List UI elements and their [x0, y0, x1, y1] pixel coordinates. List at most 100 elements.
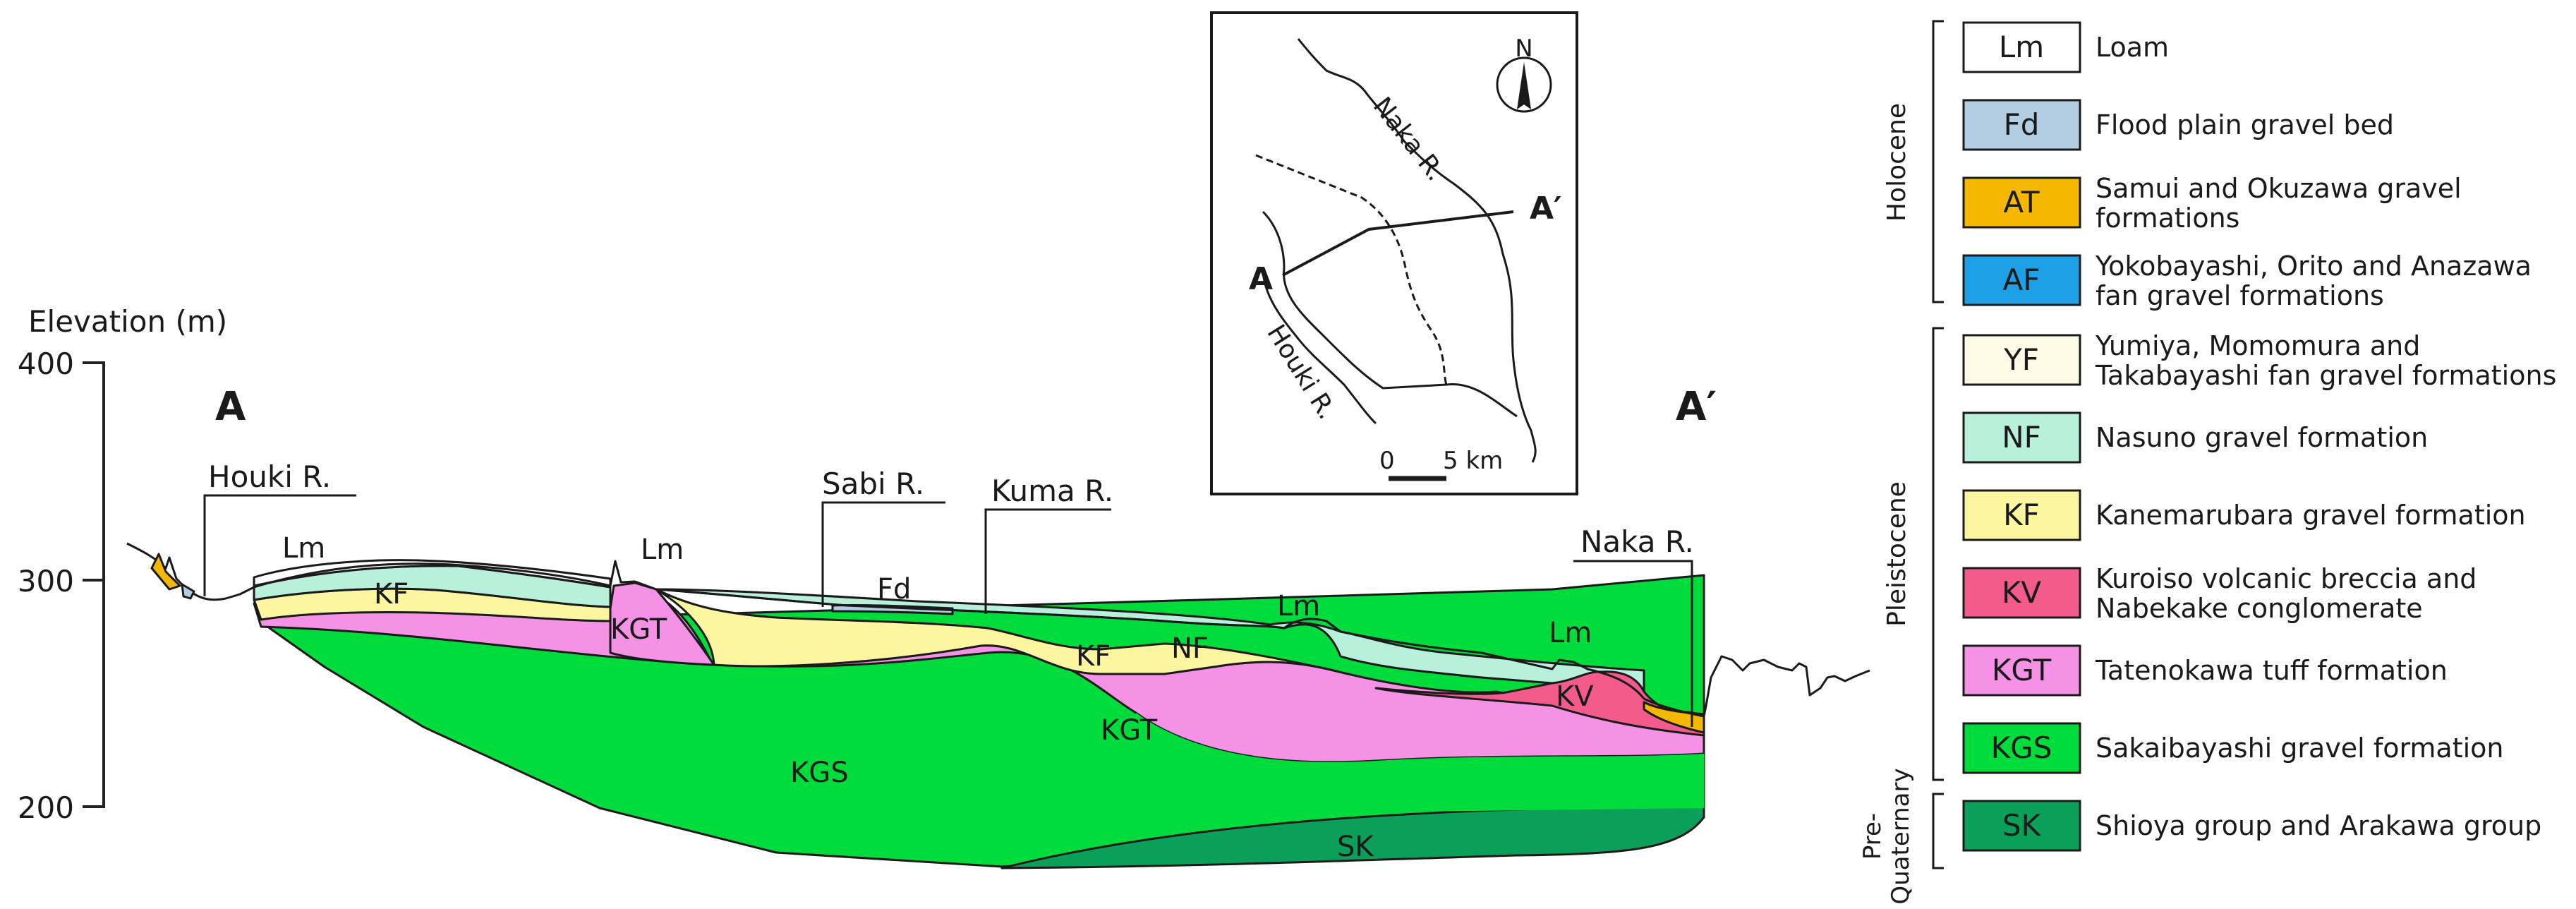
section-line — [1282, 210, 1514, 277]
legend-swatch — [1962, 489, 2081, 541]
river-label-houki: Houki R. — [208, 459, 331, 494]
legend-description: Nabekake conglomerate — [2096, 593, 2423, 624]
legend-code: KGS — [1991, 730, 2052, 765]
legend-description: Samui and Okuzawa gravel — [2096, 173, 2462, 204]
unit-lm-left — [253, 559, 612, 589]
scale-label: 5 km — [1443, 447, 1503, 475]
unit-kgs-upper-rim — [1136, 713, 1704, 822]
tick-label: 200 — [18, 790, 74, 825]
label-kgs: KGS — [790, 757, 849, 789]
legend-description: Yumiya, Momomura and — [2095, 330, 2420, 361]
label-lm: Lm — [1549, 617, 1592, 649]
north-arrow-icon — [1517, 62, 1531, 109]
legend-description: Shioya group and Arakawa group — [2096, 810, 2541, 841]
unit-kf-mid — [655, 588, 1335, 675]
legend-group-brackets — [1932, 20, 1944, 869]
legend-group-pre-quaternary-line2: Quaternary — [1887, 768, 1915, 904]
inset-point-a: A — [1249, 261, 1273, 297]
legend-description: fan gravel formations — [2096, 280, 2384, 311]
legend-description: Takabayashi fan gravel formations — [2095, 360, 2556, 391]
legend-swatch — [1962, 99, 2081, 151]
legend-item-fd: Fd Flood plain gravel bed — [1962, 99, 2394, 151]
legend-swatch — [1962, 644, 2081, 697]
unit-fd — [831, 603, 954, 615]
legend-group-holocene: Holocene — [1882, 103, 1911, 222]
legend-code: KGT — [1992, 653, 2052, 687]
legend-swatch — [1962, 21, 2081, 73]
inset-rivers — [1255, 38, 1537, 463]
scale-zero: 0 — [1379, 447, 1395, 475]
label-lm: Lm — [282, 532, 325, 565]
legend-description: Nasuno gravel formation — [2096, 422, 2428, 453]
legend-item-sk: SK Shioya group and Arakawa group — [1962, 800, 2541, 852]
legend-code: AT — [2003, 185, 2039, 219]
legend-description: Tatenokawa tuff formation — [2095, 655, 2448, 686]
legend-group-pleistocene: Pleistocene — [1882, 481, 1911, 627]
north-label: N — [1515, 35, 1532, 63]
endpoint-a: A — [215, 384, 246, 430]
legend-item-kgs: KGS Sakaibayashi gravel formation — [1962, 722, 2504, 774]
label-kv: KV — [1556, 680, 1594, 713]
label-nf: NF — [1171, 632, 1209, 665]
label-kgt: KGT — [1101, 714, 1158, 747]
label-kf: KF — [1076, 640, 1111, 673]
inset-map: N Naka R. Houki R. A A′ 0 5 km — [1210, 11, 1578, 495]
legend-description: Flood plain gravel bed — [2096, 109, 2394, 140]
legend-swatch — [1962, 334, 2081, 386]
legend-code: Lm — [1999, 30, 2044, 64]
legend-code: Fd — [2004, 107, 2040, 142]
legend-swatch — [1962, 176, 2081, 229]
legend-item-nf: NF Nasuno gravel formation — [1962, 411, 2428, 464]
label-fd: Fd — [877, 573, 911, 606]
legend-item-kgt: KGT Tatenokawa tuff formation — [1962, 644, 2448, 697]
legend-code: KF — [2003, 498, 2040, 532]
legend-swatch — [1962, 567, 2081, 619]
legend-description: Loam — [2096, 32, 2169, 63]
legend-item-kf: KF Kanemarubara gravel formation — [1962, 489, 2526, 541]
label-lm: Lm — [641, 534, 684, 566]
legend-code: YF — [2003, 342, 2039, 377]
river-label-naka: Naka R. — [1580, 524, 1694, 559]
unit-fd-left — [181, 583, 195, 600]
legend-swatch — [1962, 800, 2081, 852]
axis-title: Elevation (m) — [28, 304, 227, 339]
legend-group-pre-quaternary-line1: Pre- — [1858, 813, 1887, 860]
legend-swatch — [1962, 722, 2081, 774]
legend-description: formations — [2096, 203, 2239, 234]
legend-description: Yokobayashi, Orito and Anazawa — [2095, 251, 2532, 282]
label-sk: SK — [1337, 831, 1374, 863]
legend-description: Sakaibayashi gravel formation — [2096, 733, 2504, 764]
unit-at — [1643, 701, 1705, 734]
endpoint-a-prime: A′ — [1676, 384, 1717, 430]
label-lm: Lm — [1277, 590, 1320, 622]
cross-section — [126, 542, 1870, 869]
river-label-kuma: Kuma R. — [991, 474, 1113, 508]
river-label-sabi: Sabi R. — [822, 466, 924, 501]
inset-point-a-prime: A′ — [1530, 191, 1562, 227]
legend-code: AF — [2003, 263, 2040, 297]
tick-label: 300 — [18, 564, 74, 598]
legend-swatch — [1962, 254, 2081, 306]
label-kf: KF — [374, 578, 409, 610]
legend-code: NF — [2002, 420, 2041, 454]
legend-code: SK — [2002, 808, 2042, 843]
ground-surface — [126, 542, 1870, 718]
label-kgt: KGT — [610, 613, 667, 646]
unit-sk — [1000, 805, 1705, 869]
legend-description: Kuroiso volcanic breccia and — [2096, 563, 2477, 594]
elevation-axis: Elevation (m) 400 300 200 — [18, 304, 227, 825]
legend-description: Kanemarubara gravel formation — [2096, 500, 2526, 531]
legend-code: KV — [2002, 575, 2042, 610]
river-leaders — [203, 494, 1693, 727]
legend-swatch — [1962, 411, 2081, 464]
tick-label: 400 — [18, 347, 74, 381]
legend-item-lm: Lm Loam — [1962, 21, 2169, 73]
unit-at-left — [150, 553, 181, 591]
